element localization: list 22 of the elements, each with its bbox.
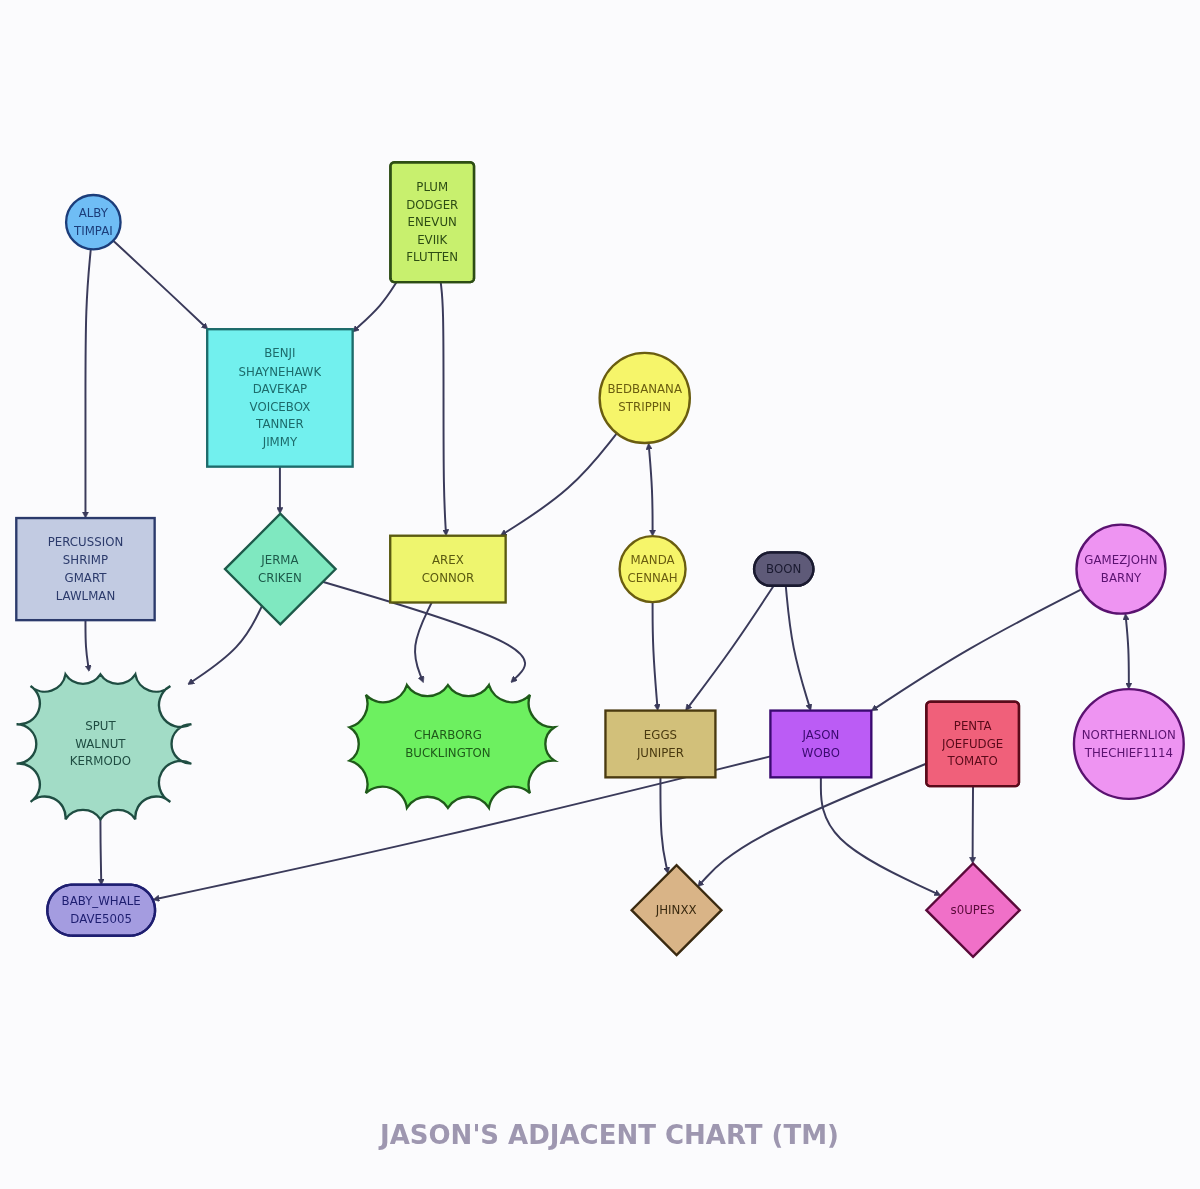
arrow (112, 240, 209, 330)
node-box: BENJI SHAYNEHAWK DAVEKAP VOICEBOX TANNER JIMMY (206, 328, 354, 469)
node-diamond: JERMA CRIKEN (223, 512, 338, 627)
node-circle: ALBY TIMPAI (64, 194, 122, 251)
node-diamond: s0UPES (924, 862, 1022, 959)
arrow (500, 432, 618, 537)
node-circle: GAMEZJOHN BARNY (1075, 523, 1167, 616)
node-diamond: JHINXX (629, 864, 724, 958)
arrow (1122, 613, 1133, 690)
node-box: AREX CONNOR (389, 534, 507, 605)
arrow (352, 281, 398, 333)
node-circle: NORTHERNLION THECHIEF1114 (1072, 688, 1185, 801)
node-box: PERCUSSION SHRIMP GMART LAWLMAN (15, 517, 156, 622)
node-box: JASON WOBO (769, 709, 873, 779)
arrow (187, 605, 263, 686)
node-circle: BEDBANANA STRIPPIN (598, 352, 691, 445)
node-circle: MANDA CENNAH (618, 535, 687, 604)
arrow (321, 581, 527, 684)
arrow (645, 443, 657, 537)
node-box: EGGS JUNIPER (604, 709, 717, 779)
arrow (969, 786, 977, 865)
caption: JASON'S ADJACENT CHART (TM) (380, 1120, 839, 1150)
